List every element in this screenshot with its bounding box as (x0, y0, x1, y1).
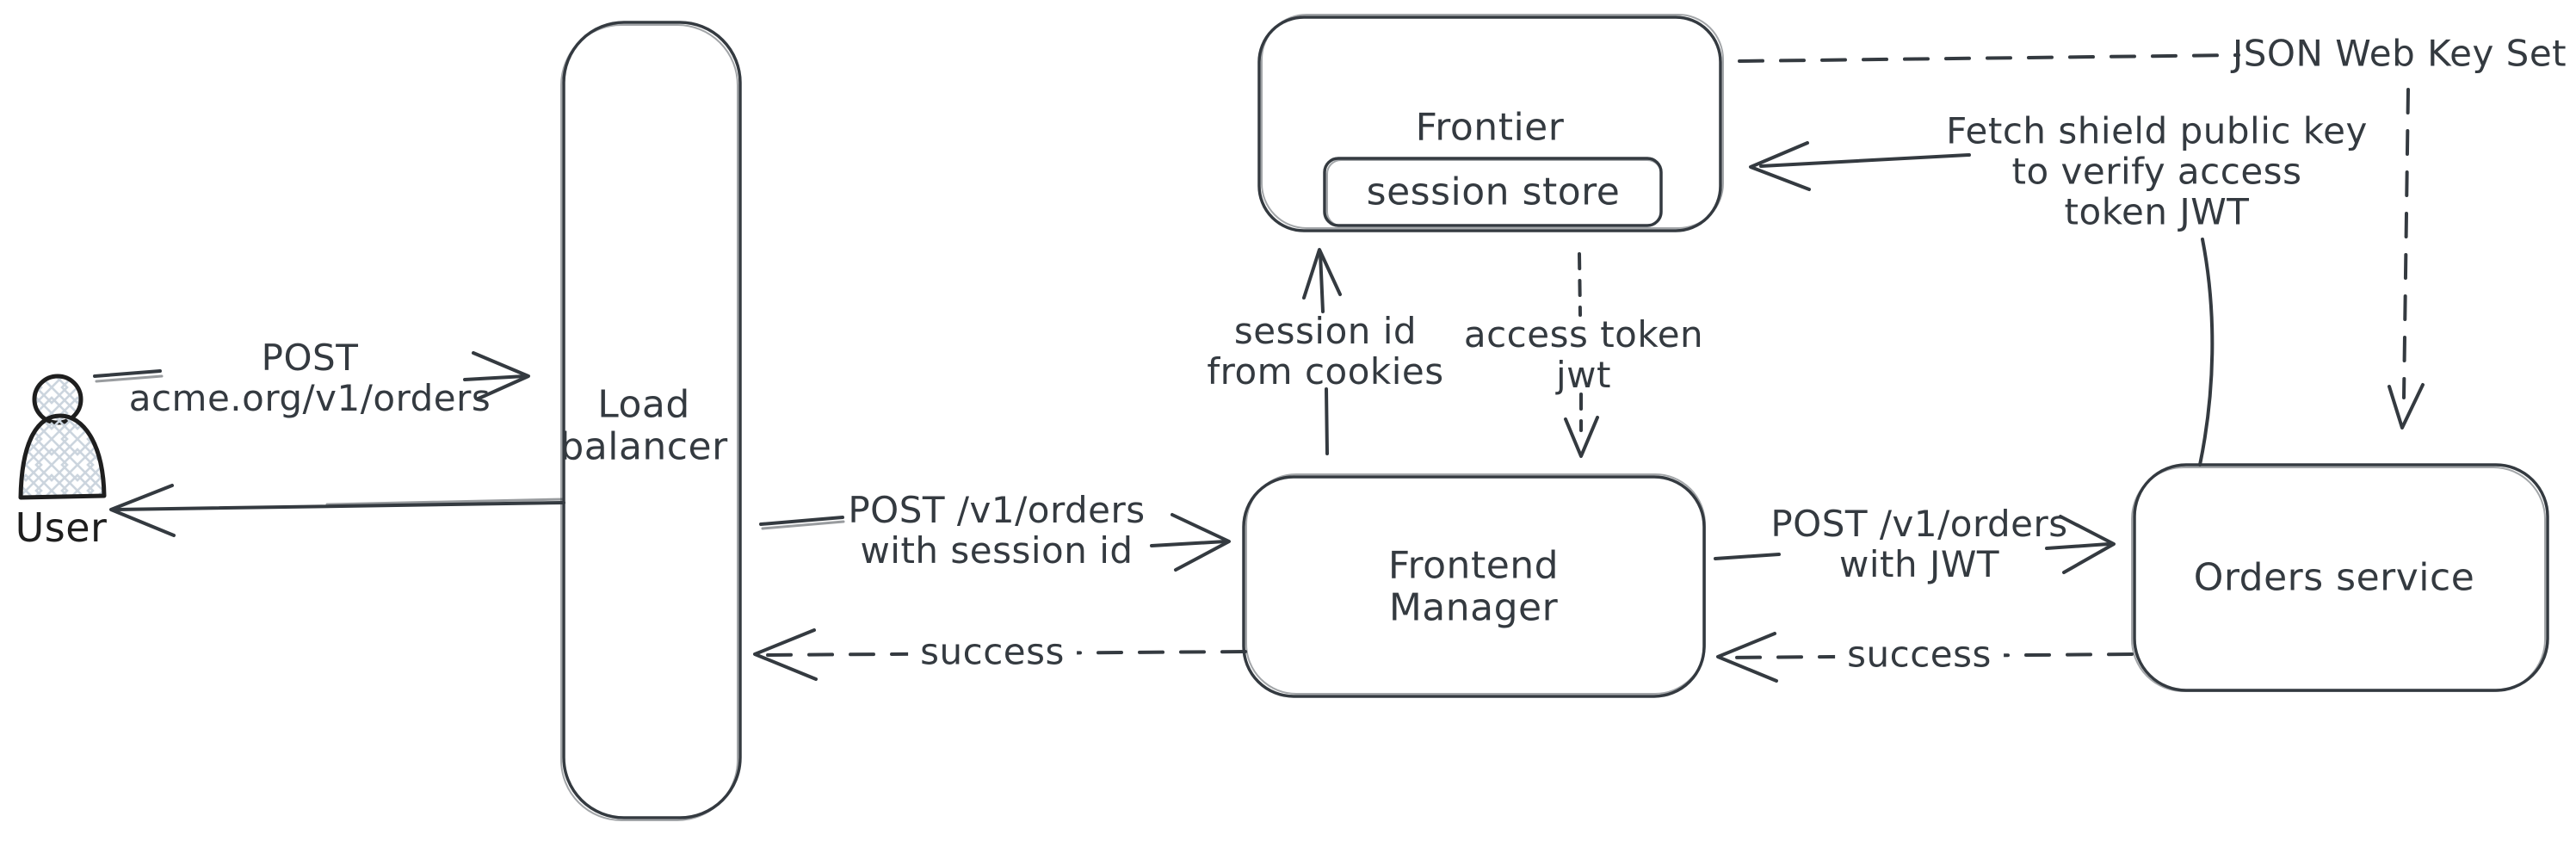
orders-service-to-frontend-manager-edge-label: success (1835, 633, 2004, 676)
frontend-manager-label: Frontend Manager (1387, 543, 1560, 630)
edge-label-line2: with session id (860, 529, 1134, 572)
load-balancer-label-line1: Load (597, 382, 690, 427)
orders-service-to-frontier-arrow (1749, 141, 2215, 467)
edge-label-line1: session id (1233, 309, 1418, 352)
edge-label-line2: to verify access (2011, 150, 2302, 193)
frontend-manager-to-load-balancer-arrow (753, 628, 1247, 681)
edge-label-line2: jwt (1555, 354, 1611, 396)
load-balancer-to-frontend-manager-arrow (759, 513, 1231, 572)
success-label: success (1835, 633, 2004, 676)
edge-label-line2: with JWT (1838, 543, 2000, 585)
jwks-to-orders-service-arrow (2388, 88, 2425, 430)
orders-service-to-frontend-manager-arrow (1716, 632, 2134, 683)
load-balancer-box (560, 21, 742, 821)
frontend-manager-box (1242, 473, 1706, 698)
edge-label-line1: POST (261, 336, 359, 379)
load-balancer-to-frontend-manager-edge-label: POST /v1/orders with session id (848, 490, 1145, 571)
frontend-manager-to-orders-service-arrow (1714, 515, 2116, 574)
edge-label-line2: from cookies (1207, 350, 1444, 393)
user-label: User (15, 504, 108, 552)
edge-label-line1: POST /v1/orders (1770, 502, 2068, 545)
frontend-manager-to-frontier-edge-label: session id from cookies (1207, 311, 1443, 392)
edge-label-line1: access token (1463, 312, 1704, 355)
edge-label-line3: token JWT (2064, 190, 2250, 233)
json-web-key-set-label: JSON Web Key Set (2232, 32, 2567, 75)
frontier-label: Frontier (1415, 105, 1565, 150)
success-label: success (908, 630, 1077, 673)
orders-service-to-frontier-edge-label: Fetch shield public key to verify access… (1946, 110, 2368, 232)
edge-label-line1: POST /v1/orders (848, 488, 1146, 531)
edge-label-line1: Fetch shield public key (1946, 109, 2368, 152)
session-store-box (1323, 157, 1663, 227)
user-to-load-balancer-edge-label: POST acme.org/v1/orders (129, 337, 491, 418)
frontier-to-frontend-manager-edge-label: access token jwt (1464, 314, 1703, 395)
session-store-label: session store (1366, 170, 1621, 214)
user-to-load-balancer-arrow (93, 351, 530, 400)
frontend-manager-to-frontier-arrow (1302, 248, 1342, 455)
frontend-manager-label-line1: Frontend (1387, 543, 1560, 588)
frontend-manager-label-line2: Manager (1388, 586, 1559, 630)
edge-label-line2: acme.org/v1/orders (128, 377, 491, 419)
orders-service-box (2131, 463, 2549, 692)
user-icon (18, 374, 107, 500)
frontier-to-frontend-manager-arrow (1564, 252, 1599, 458)
frontend-manager-to-orders-service-edge-label: POST /v1/orders with JWT (1770, 504, 2067, 584)
load-balancer-label: Load balancer (559, 382, 728, 469)
frontier-to-jwks-dashed-line (1738, 53, 2240, 63)
orders-service-label: Orders service (2193, 555, 2475, 600)
load-balancer-to-user-arrow (109, 484, 565, 537)
frontend-manager-to-load-balancer-edge-label: success (908, 630, 1077, 673)
load-balancer-label-line2: balancer (559, 425, 728, 469)
